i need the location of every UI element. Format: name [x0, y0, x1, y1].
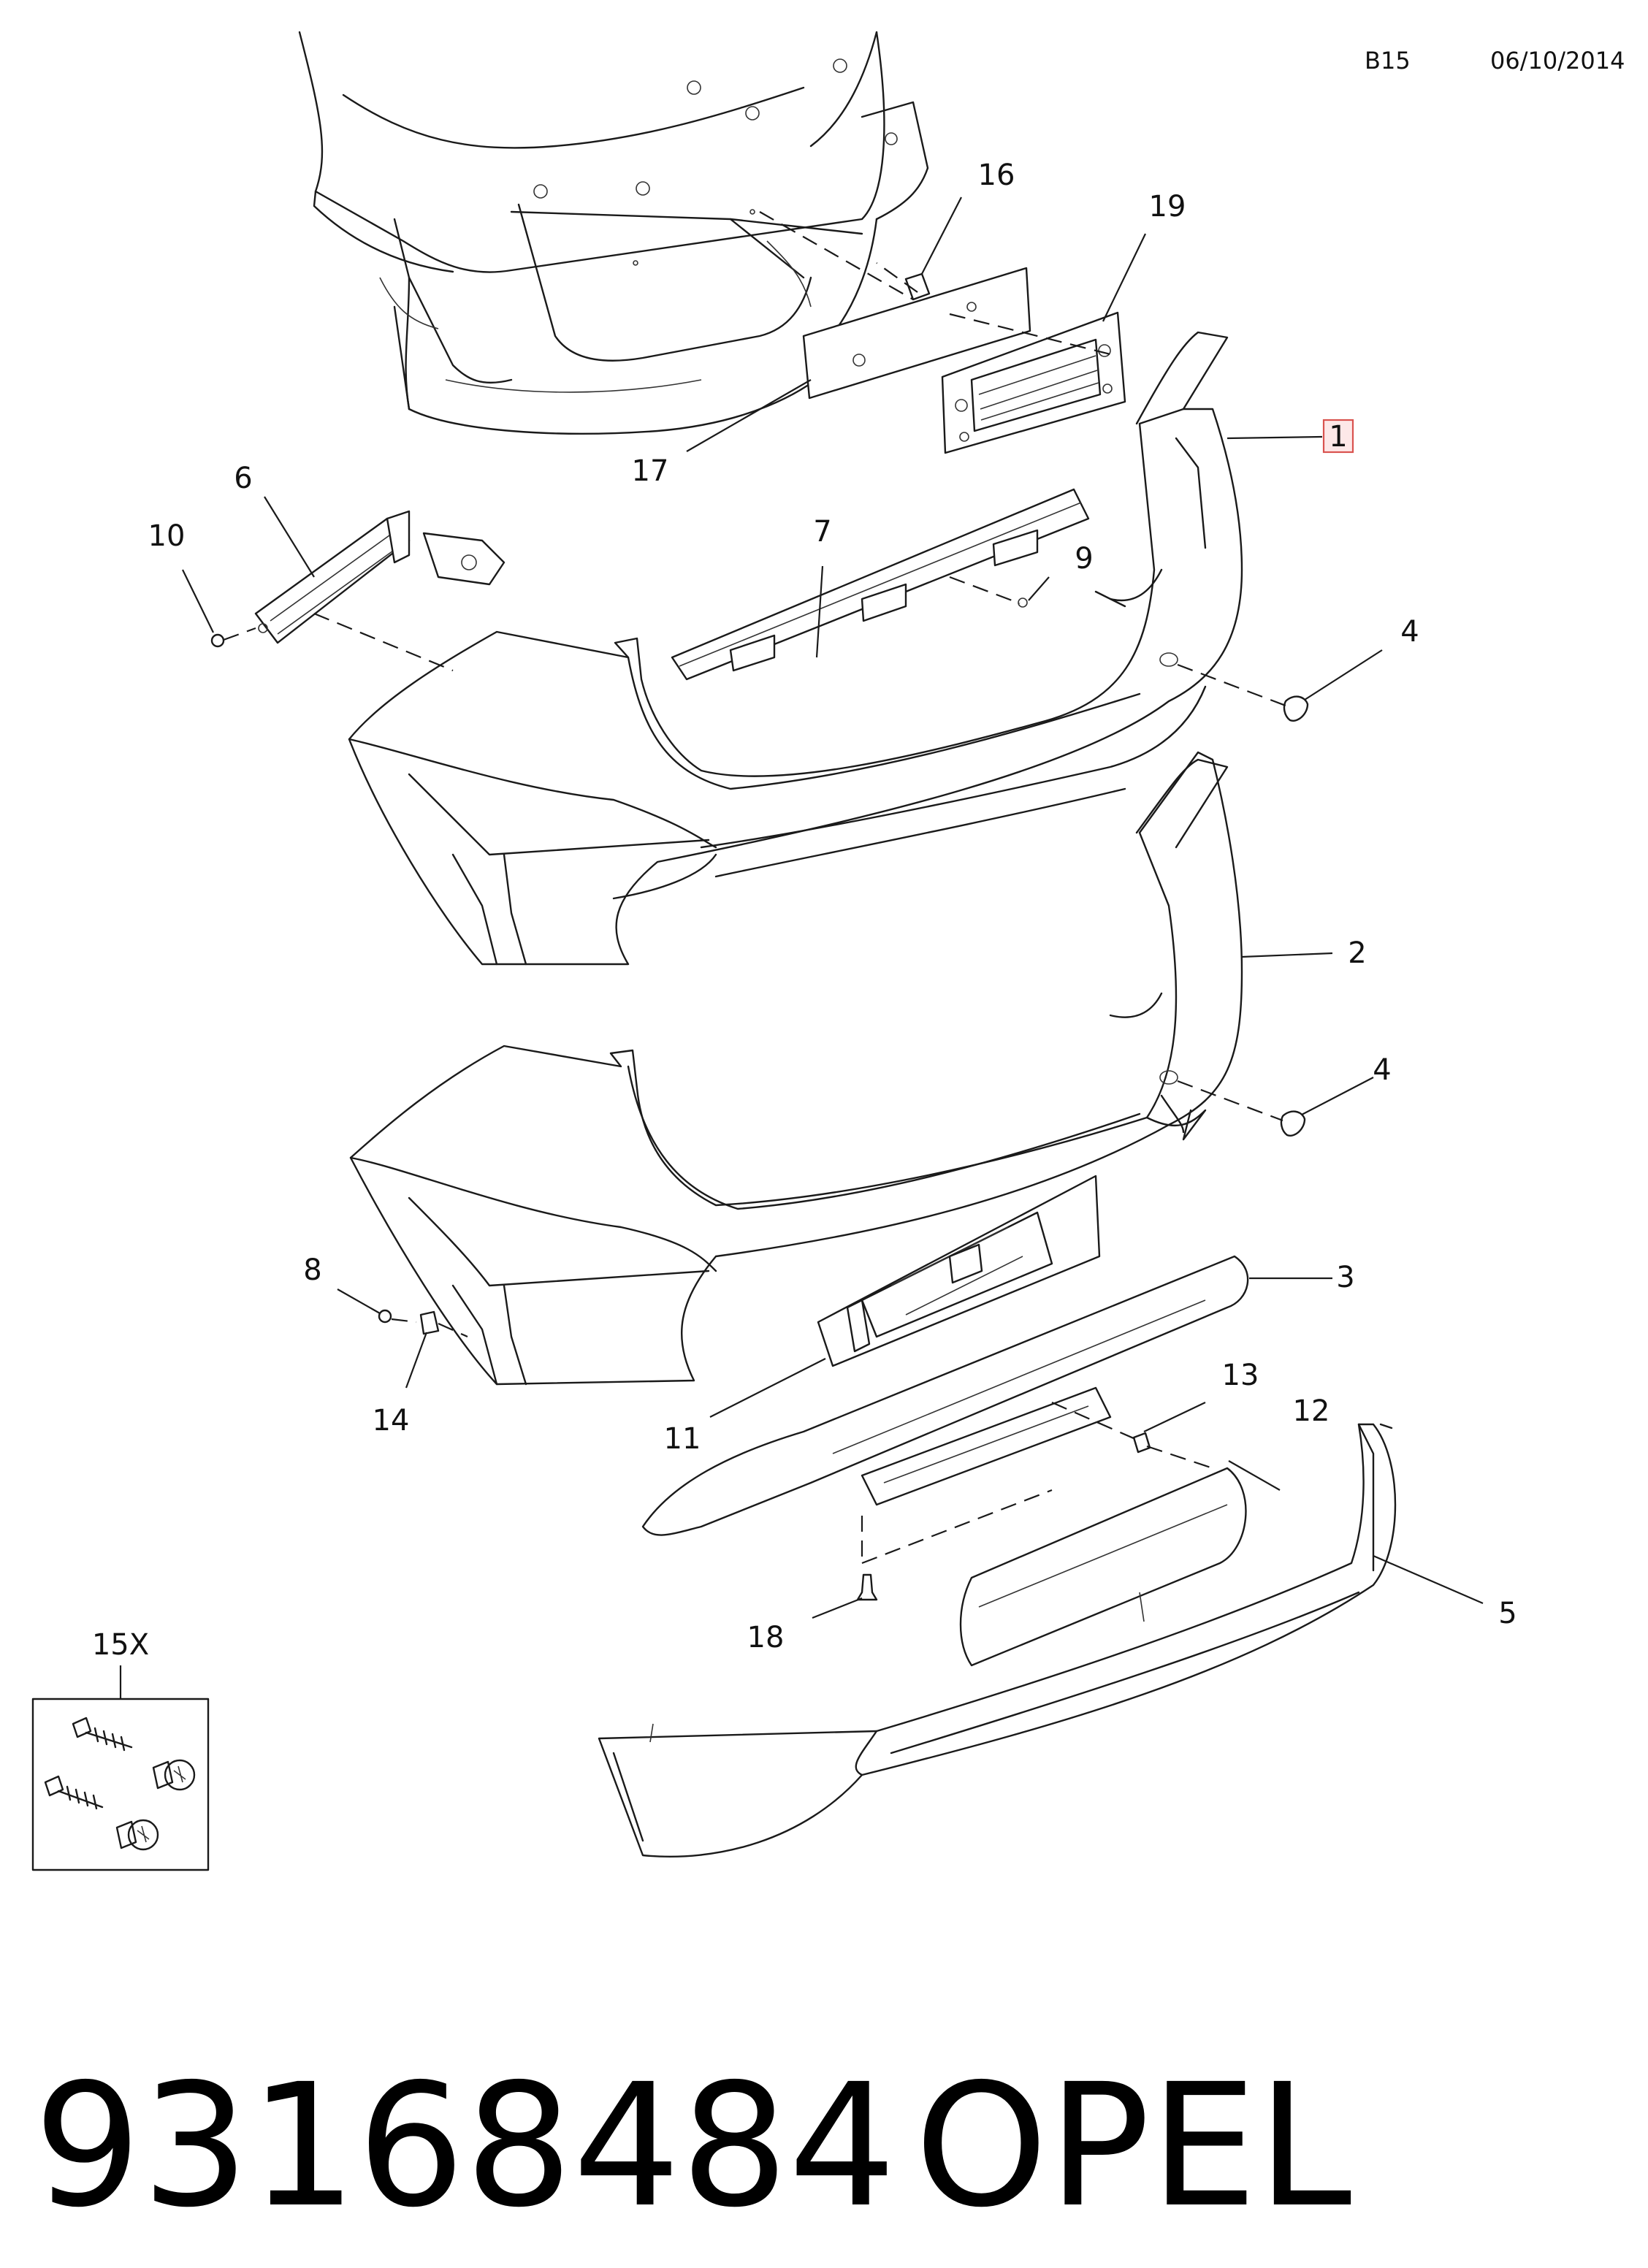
retaining-clip-13: [1132, 1432, 1151, 1454]
callout-18[interactable]: 18: [747, 1621, 785, 1654]
push-clip: [856, 1573, 878, 1601]
callout-17[interactable]: 17: [632, 454, 669, 488]
callout-15x[interactable]: 15X: [92, 1628, 149, 1662]
clip-14: [419, 1310, 440, 1335]
callout-7[interactable]: 7: [813, 515, 831, 549]
callout-3[interactable]: 3: [1336, 1261, 1354, 1294]
callout-1[interactable]: 1: [1329, 420, 1347, 454]
callout-4-upper[interactable]: 4: [1400, 615, 1419, 649]
fastener-kit-box: [31, 1665, 210, 1871]
kit-screw-2: [44, 1775, 104, 1810]
center-bracket: [671, 488, 1090, 681]
screw-10: [210, 633, 225, 648]
callout-11[interactable]: 11: [664, 1422, 701, 1456]
side-bracket-left: [254, 510, 506, 644]
callout-6[interactable]: 6: [234, 462, 252, 495]
clip-4-upper: [1283, 695, 1309, 722]
kit-screw-1: [72, 1717, 133, 1752]
callout-4-lower[interactable]: 4: [1373, 1053, 1391, 1087]
kit-bolt-2: [115, 1819, 159, 1851]
callout-8[interactable]: 8: [303, 1253, 321, 1287]
brand-name: OPEL: [915, 2047, 1351, 2245]
callout-5[interactable]: 5: [1498, 1597, 1517, 1630]
vehicle-rear-body: [298, 31, 929, 435]
clip-4-lower: [1280, 1110, 1306, 1137]
callout-19[interactable]: 19: [1149, 190, 1186, 224]
lower-valance: [598, 1423, 1397, 1858]
screw-8: [378, 1309, 392, 1324]
callout-13[interactable]: 13: [1222, 1359, 1259, 1392]
pin-fastener: [904, 272, 931, 301]
rear-bumper-fascia-1: [348, 331, 1243, 966]
reflector-strip: [959, 1467, 1247, 1667]
kit-bolt-1: [152, 1759, 196, 1791]
bumper-trim-strip: [641, 1255, 1249, 1536]
callout-14[interactable]: 14: [373, 1404, 410, 1437]
bumper-reinforcement: [817, 1175, 1101, 1367]
part-number: 93168484: [34, 2047, 896, 2245]
license-plate-bracket: [941, 311, 1126, 454]
callout-9[interactable]: 9: [1075, 542, 1093, 576]
callout-12[interactable]: 12: [1293, 1394, 1330, 1428]
callout-10[interactable]: 10: [148, 519, 186, 553]
callout-2[interactable]: 2: [1348, 936, 1366, 970]
callout-16[interactable]: 16: [978, 159, 1015, 192]
highlight-box: [1322, 419, 1354, 454]
section-code: B15: [1365, 47, 1411, 75]
diagram-date: 06/10/2014: [1490, 47, 1625, 75]
rear-bumper-fascia-2: [349, 751, 1243, 1386]
